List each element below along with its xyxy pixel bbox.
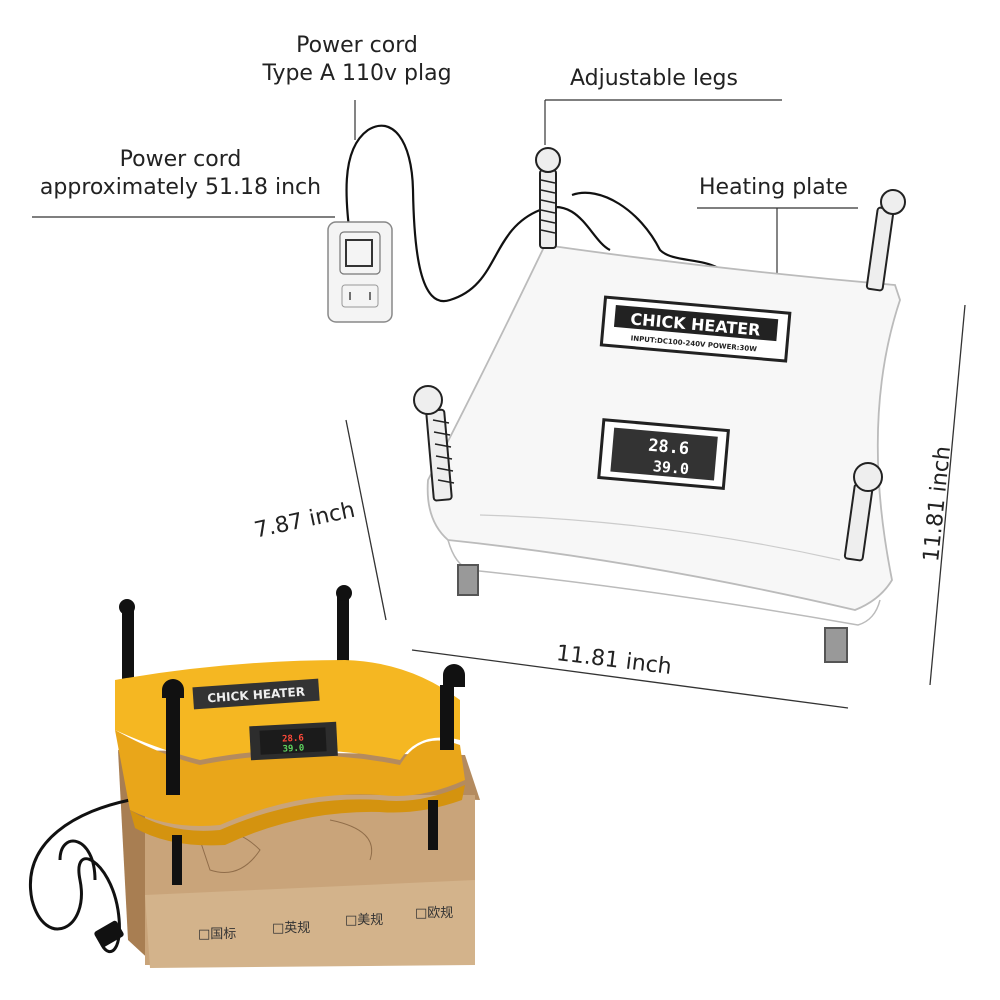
- photo-display-top: 28.6: [282, 733, 304, 744]
- cord-length-label: Power cord approximately 51.18 inch: [28, 146, 333, 202]
- dimension-lines: [345, 304, 966, 709]
- sketch-display-panel: 28.6 39.0: [597, 418, 730, 491]
- leader-lines: [32, 99, 858, 275]
- cord-plug-label: Power cord Type A 110v plag: [252, 32, 462, 88]
- width-dimension-line: [411, 649, 849, 709]
- legs-label: Adjustable legs: [570, 66, 738, 91]
- photo-plug: [94, 920, 124, 948]
- photo-power-cable: [29, 798, 131, 953]
- sketch-display-top: 28.6: [647, 436, 690, 459]
- box-text-eu: □欧规: [415, 906, 453, 921]
- cord-plug-label-line2: Type A 110v plag: [262, 61, 452, 86]
- sketch-leg-threads: [432, 179, 556, 484]
- yellow-heater: CHICK HEATER 28.6 39.0: [115, 585, 465, 885]
- box-text-us: □美规: [345, 913, 383, 928]
- box-text-gb: □国标: [198, 927, 236, 942]
- photo-display-panel: 28.6 39.0: [249, 721, 338, 761]
- plate-label: Heating plate: [699, 175, 848, 200]
- cord-length-label-line2: approximately 51.18 inch: [39, 175, 322, 200]
- photo-brand-text: CHICK HEATER: [207, 685, 306, 706]
- heating-plate-sketch: CHICK HEATER INPUT:DC100-240V POWER:30W …: [413, 147, 906, 663]
- plug-sketch: [327, 221, 393, 323]
- cord-length-label-line1: Power cord: [119, 147, 242, 172]
- box-text-uk: □英规: [272, 921, 310, 936]
- sketch-legs: [413, 147, 906, 663]
- sketch-display-bottom: 39.0: [652, 457, 690, 478]
- depth-dimension-line: [345, 419, 387, 621]
- cord-plug-label-line1: Power cord: [296, 33, 418, 58]
- height-dimension-line: [929, 304, 966, 686]
- photo-display-bottom: 39.0: [282, 743, 304, 754]
